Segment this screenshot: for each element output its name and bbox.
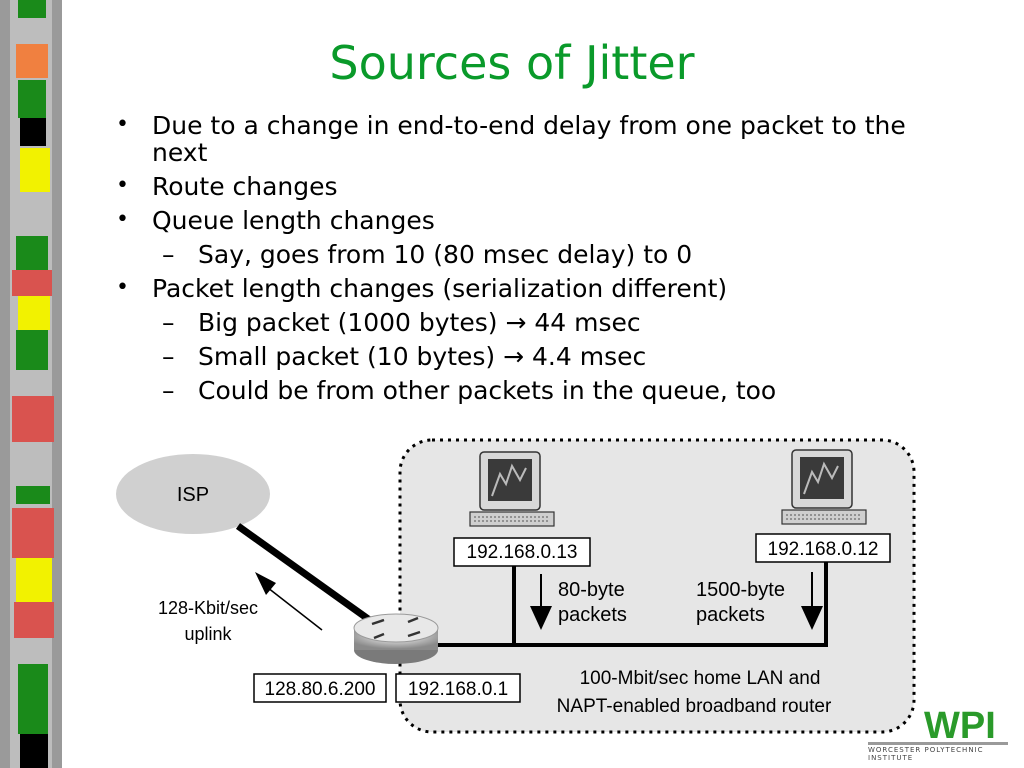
host-right-ip-box	[755, 533, 891, 563]
computer-left-icon	[469, 451, 555, 527]
small-packet-arrowhead	[530, 606, 552, 630]
sub-bullet-marker: –	[162, 308, 175, 337]
router-lan-ip: 192.168.0.1	[408, 679, 508, 700]
large-packet-arrowhead	[801, 606, 823, 630]
computer-right-icon	[781, 449, 867, 525]
bullet-marker: •	[116, 275, 129, 300]
sub-bullet-text: Big packet (1000 bytes) → 44 msec	[198, 308, 641, 337]
slide-title: Sources of Jitter	[329, 36, 695, 90]
bullet-list: • Due to a change in end-to-end delay fr…	[116, 112, 976, 411]
bullet-text: Packet length changes (serialization dif…	[152, 274, 728, 303]
bullet-text: Route changes	[152, 172, 338, 201]
large-packet-label: 1500-byte	[696, 579, 785, 601]
router-lan-ip-box	[395, 673, 521, 703]
sub-bullet-marker: –	[162, 240, 175, 269]
uplink-label: uplink	[184, 624, 232, 644]
wpi-logo: WPI	[868, 705, 1008, 747]
router-wan-ip-box	[253, 673, 387, 703]
isp-cloud	[116, 454, 270, 534]
uplink-arrowhead	[255, 572, 276, 595]
host-left-ip: 192.168.0.13	[467, 542, 578, 563]
lan-caption-2: NAPT-enabled broadband router	[557, 696, 832, 717]
isp-label: ISP	[177, 484, 209, 506]
bullet-marker: •	[116, 173, 129, 198]
sub-bullet-text: Small packet (10 bytes) → 4.4 msec	[198, 342, 647, 371]
large-packet-label-2: packets	[696, 604, 765, 626]
sub-bullet-item: – Big packet (1000 bytes) → 44 msec	[116, 309, 976, 336]
uplink-speed-label: 128-Kbit/sec	[158, 598, 258, 618]
bullet-item: • Packet length changes (serialization d…	[116, 275, 976, 302]
bullet-text: Queue length changes	[152, 206, 435, 235]
small-packet-label-2: packets	[558, 604, 627, 626]
bullet-item: • Queue length changes	[116, 207, 976, 234]
sub-bullet-text: Say, goes from 10 (80 msec delay) to 0	[198, 240, 693, 269]
bullet-marker: •	[116, 207, 129, 232]
decorative-color-stripe	[0, 0, 62, 768]
host-right-ip: 192.168.0.12	[768, 539, 879, 560]
wpi-logo-subtext: WORCESTER POLYTECHNIC INSTITUTE	[868, 746, 984, 762]
small-packet-label: 80-byte	[558, 579, 625, 601]
bullet-item: • Due to a change in end-to-end delay fr…	[116, 112, 976, 166]
uplink-arrow	[262, 583, 323, 631]
bullet-text-continued: next	[152, 138, 208, 167]
bullet-item: • Route changes	[116, 173, 976, 200]
sub-bullet-item: – Say, goes from 10 (80 msec delay) to 0	[116, 241, 976, 268]
bullet-marker: •	[116, 112, 129, 137]
router-icon	[353, 613, 439, 664]
sub-bullet-text: Could be from other packets in the queue…	[198, 376, 777, 405]
wpi-logo-text: WPI	[924, 705, 996, 747]
sub-bullet-item: – Could be from other packets in the que…	[116, 377, 976, 404]
sub-bullet-item: – Small packet (10 bytes) → 4.4 msec	[116, 343, 976, 370]
sub-bullet-marker: –	[162, 342, 175, 371]
uplink-line	[235, 523, 381, 629]
host-left-ip-box	[453, 537, 591, 567]
bullet-text: Due to a change in end-to-end delay from…	[152, 111, 906, 140]
sub-bullet-marker: –	[162, 376, 175, 405]
lan-caption: 100-Mbit/sec home LAN and	[580, 668, 821, 689]
router-wan-ip: 128.80.6.200	[265, 679, 376, 700]
